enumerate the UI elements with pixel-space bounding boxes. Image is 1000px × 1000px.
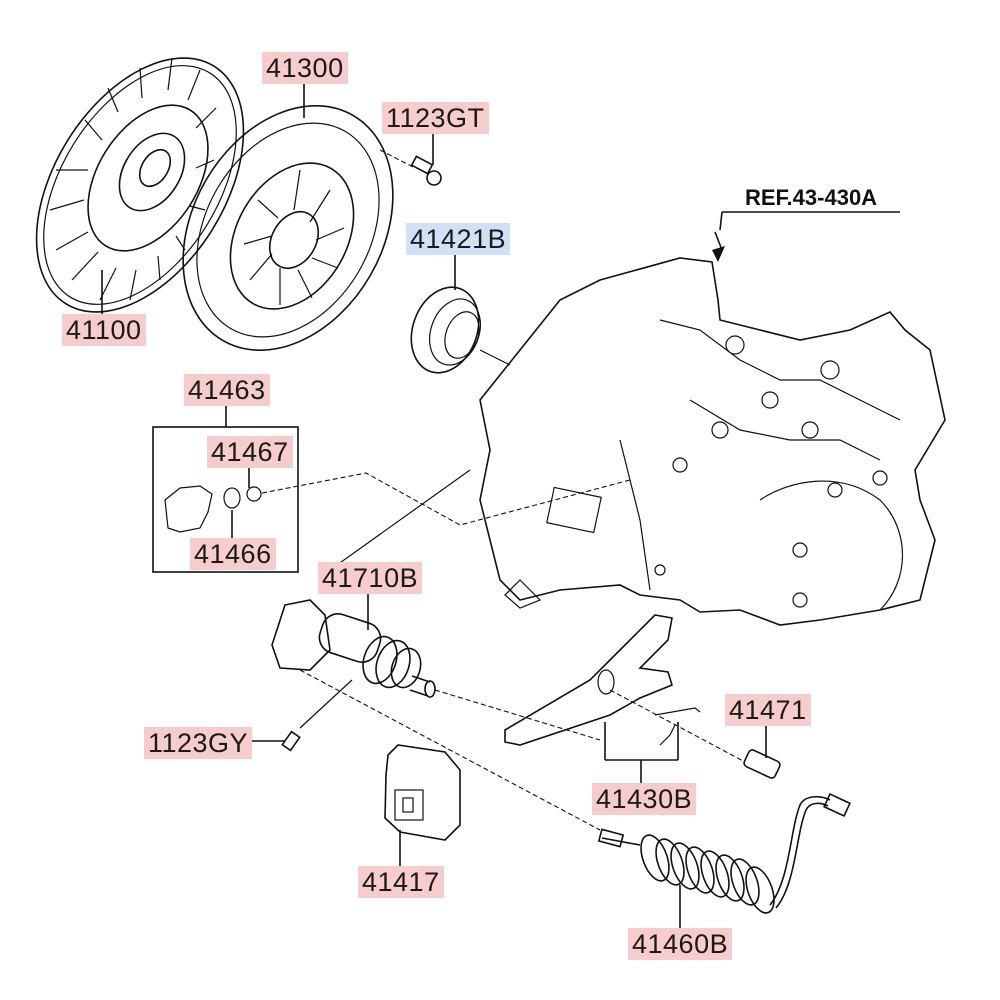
bleeder-plug-drawing [609,689,781,779]
part-label-41460B[interactable]: 41460B [628,928,733,960]
clutch-disc-drawing [35,57,245,318]
part-label-41417[interactable]: 41417 [358,866,444,898]
clutch-tube-drawing [597,792,851,928]
part-label-1123GT[interactable]: 1123GT [382,102,489,134]
part-label-41300[interactable]: 41300 [262,52,348,84]
reference-label[interactable]: REF.43-430A [745,185,878,210]
part-label-41463[interactable]: 41463 [184,374,270,406]
part-label-1123GY[interactable]: 1123GY [144,727,253,759]
part-label-41467[interactable]: 41467 [207,436,293,468]
boot-drawing [384,744,461,866]
release-fork-drawing [504,614,701,785]
fitting-kit-drawing [152,406,631,573]
part-label-41710B[interactable]: 41710B [318,562,423,594]
transmission-housing-drawing [479,231,946,626]
part-label-41471[interactable]: 41471 [725,694,811,726]
part-label-41430B[interactable]: 41430B [592,783,697,815]
release-cylinder-drawing [271,469,601,831]
cylinder-bolt-drawing [248,679,353,752]
part-label-41421B[interactable]: 41421B [406,223,511,255]
part-label-41466[interactable]: 41466 [190,538,276,570]
part-label-41100[interactable]: 41100 [62,314,146,346]
release-bearing-drawing [410,252,511,374]
cover-bolt-drawing [379,130,442,186]
clutch-cover-drawing [182,80,394,351]
